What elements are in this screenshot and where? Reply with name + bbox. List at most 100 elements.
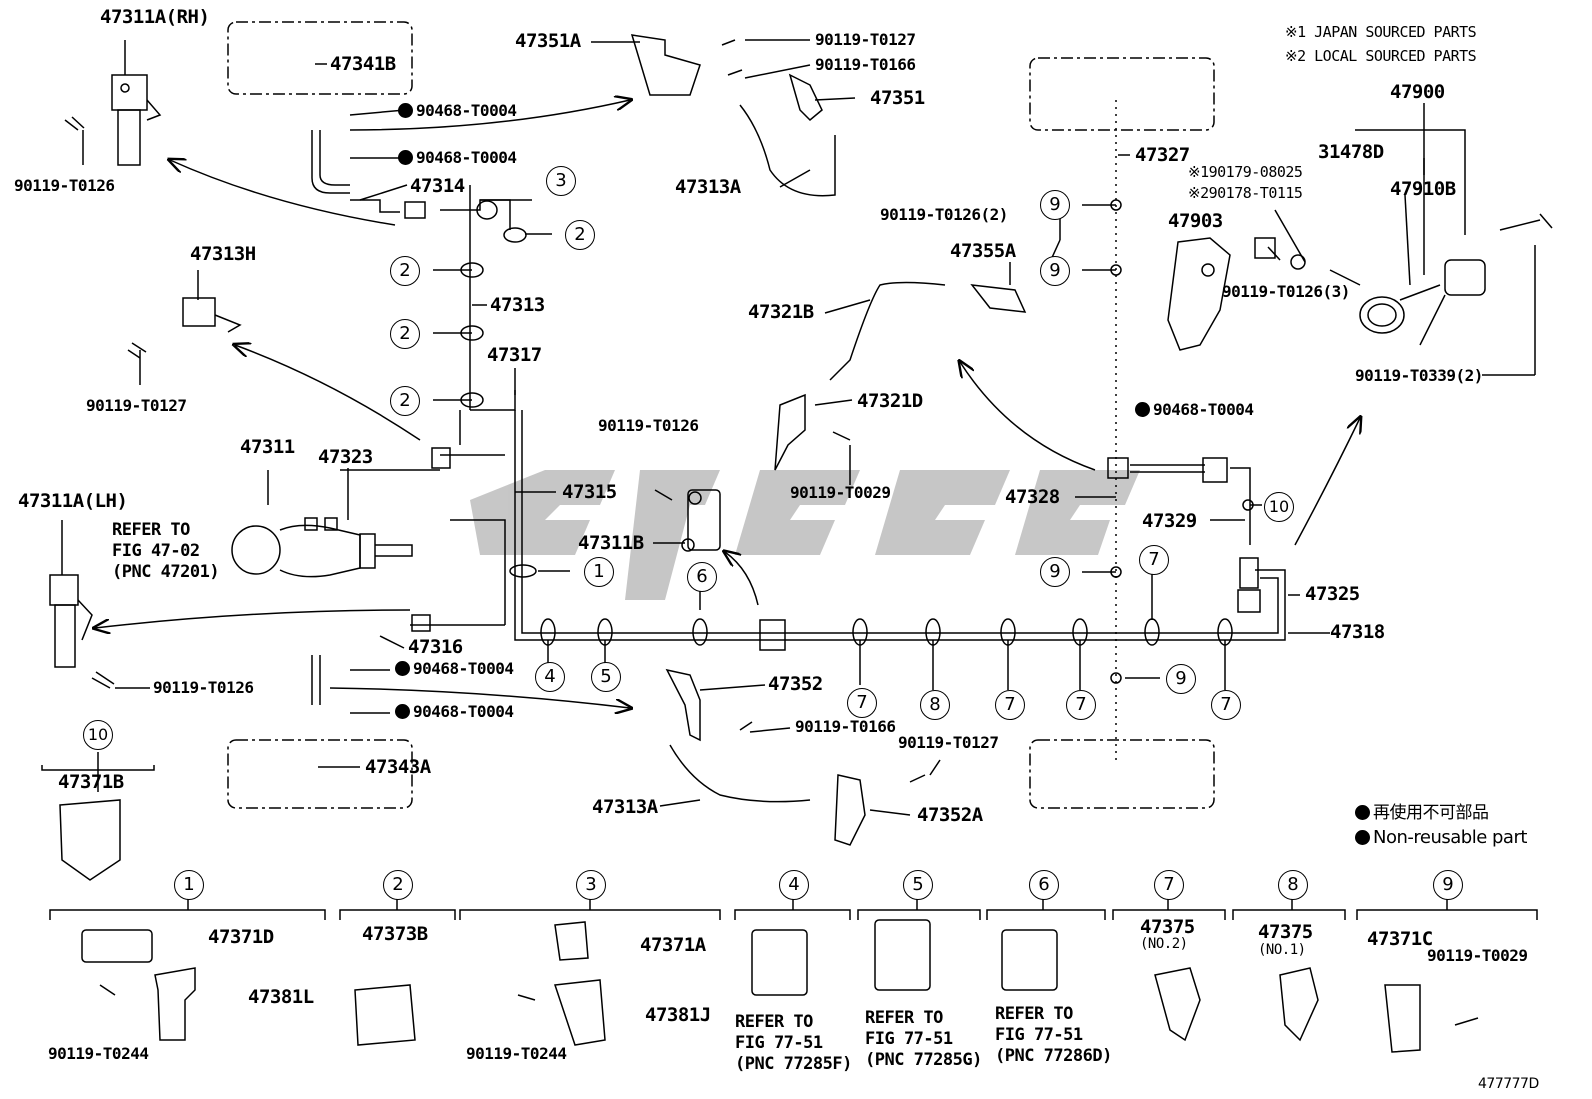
label-47311b: 47311B	[578, 532, 644, 554]
label-90119-t0127-b: 90119-T0127	[86, 396, 187, 415]
label-90119-t0244-a: 90119-T0244	[48, 1044, 149, 1063]
callout-3: 3	[546, 166, 576, 196]
label-no2: (NO.2)	[1140, 936, 1188, 952]
non-reusable-dot	[1355, 805, 1370, 820]
label-90119-t0126-c: 90119-T0126	[598, 416, 699, 435]
label-47329: 47329	[1142, 510, 1197, 532]
callout-1: 1	[584, 557, 614, 587]
legend-callout-7: 7	[1154, 870, 1184, 900]
label-90178-t0115: ※290178-T0115	[1188, 184, 1303, 202]
junction-front	[404, 201, 786, 651]
label-no1: (NO.1)	[1258, 942, 1306, 958]
label-90468-t0004-b: 90468-T0004	[398, 150, 517, 166]
note-local-sourced: ※2 LOCAL SOURCED PARTS	[1285, 47, 1477, 65]
callout-8: 8	[920, 690, 950, 720]
label-47321b: 47321B	[748, 301, 814, 323]
label-refer-77285f: REFER TO FIG 77-51 (PNC 77285F)	[735, 1012, 852, 1074]
legend-callout-5: 5	[903, 870, 933, 900]
label-31478d: 31478D	[1318, 141, 1384, 163]
label-47341b: 47341B	[330, 53, 396, 75]
label-47325: 47325	[1305, 583, 1360, 605]
label-47373b: 47373B	[362, 923, 428, 945]
callout-2-d: 2	[390, 386, 420, 416]
legend-callout-2: 2	[383, 870, 413, 900]
callout-9-b: 9	[1040, 256, 1070, 286]
figure-id: 477777D	[1478, 1076, 1539, 1092]
label-90119-t0126-b: 90119-T0126	[153, 678, 254, 697]
label-47316: 47316	[408, 636, 463, 658]
label-90179-08025: ※190179-08025	[1188, 163, 1303, 181]
label-90119-t0166-b: 90119-T0166	[795, 717, 896, 736]
label-47371b: 47371B	[58, 771, 124, 793]
legend-callout-9: 9	[1433, 870, 1463, 900]
label-47313a-lower: 47313A	[592, 796, 658, 818]
callout-2-c: 2	[390, 319, 420, 349]
legend-non-reusable-jp: 再使用不可部品	[1355, 805, 1489, 822]
callout-7-c: 7	[1066, 690, 1096, 720]
callout-9-d: 9	[1166, 664, 1196, 694]
watermark-logo	[470, 470, 1140, 600]
label-90468-t0004-d: 90468-T0004	[395, 704, 514, 720]
callout-7-b: 7	[995, 690, 1025, 720]
label-47352a: 47352A	[917, 804, 983, 826]
label-47311a-lh: 47311A(LH)	[18, 490, 128, 512]
label-refer-47201: REFER TO FIG 47-02 (PNC 47201)	[112, 520, 220, 582]
label-90119-t0127-a: 90119-T0127	[815, 30, 916, 49]
callout-10-a: 10	[1264, 492, 1294, 522]
label-47371d: 47371D	[208, 926, 274, 948]
label-47371c: 47371C	[1367, 928, 1433, 950]
label-90119-t0029-b: 90119-T0029	[1427, 946, 1528, 965]
proportioning-valve-rh	[64, 74, 162, 166]
proportioning-valve-lh	[49, 574, 115, 689]
label-90119-t0126-3: 90119-T0126(3)	[1222, 282, 1350, 301]
label-47371a: 47371A	[640, 934, 706, 956]
non-reusable-dot	[395, 661, 410, 676]
callout-2-a: 2	[565, 220, 595, 250]
callout-5: 5	[591, 662, 621, 692]
label-47323: 47323	[318, 446, 373, 468]
label-47900: 47900	[1390, 81, 1445, 103]
label-90119-t0127-c: 90119-T0127	[898, 733, 999, 752]
label-47375-no2: 47375	[1140, 916, 1195, 938]
label-90468-t0004-c: 90468-T0004	[395, 661, 514, 677]
label-90468-t0004-e: 90468-T0004	[1135, 402, 1254, 418]
legend-callout-1: 1	[174, 870, 204, 900]
legend-callout-3: 3	[576, 870, 606, 900]
label-47321d: 47321D	[857, 390, 923, 412]
label-47311a-rh: 47311A(RH)	[100, 6, 210, 28]
callout-7-d: 7	[1139, 545, 1169, 575]
label-47381l: 47381L	[248, 986, 314, 1008]
proportioning-valve-h	[127, 297, 242, 359]
non-reusable-dot	[1135, 402, 1150, 417]
label-47355a: 47355A	[950, 240, 1016, 262]
label-47314: 47314	[410, 175, 465, 197]
legend-callout-4: 4	[779, 870, 809, 900]
non-reusable-dot	[398, 150, 413, 165]
legend-callout-6: 6	[1029, 870, 1059, 900]
label-47313h: 47313H	[190, 243, 256, 265]
label-47327: 47327	[1135, 144, 1190, 166]
height-sensor-assembly	[1167, 213, 1553, 351]
label-47343a: 47343A	[365, 756, 431, 778]
label-47381j: 47381J	[645, 1004, 711, 1026]
label-47903: 47903	[1168, 210, 1223, 232]
legend-clip-drawings	[59, 799, 1479, 1053]
label-90119-t0126-a: 90119-T0126	[14, 176, 115, 195]
label-90119-t0126-2: 90119-T0126(2)	[880, 205, 1008, 224]
callout-6: 6	[687, 562, 717, 592]
label-90119-t0244-b: 90119-T0244	[466, 1044, 567, 1063]
master-cylinder	[231, 517, 413, 578]
legend-callout-8: 8	[1278, 870, 1308, 900]
label-47315: 47315	[562, 481, 617, 503]
label-refer-77285g: REFER TO FIG 77-51 (PNC 77285G)	[865, 1008, 982, 1070]
note-japan-sourced: ※1 JAPAN SOURCED PARTS	[1285, 23, 1477, 41]
label-47351a: 47351A	[515, 30, 581, 52]
bracket-47311b	[654, 489, 721, 552]
label-90119-t0029-a: 90119-T0029	[790, 483, 891, 502]
non-reusable-dot	[395, 704, 410, 719]
label-47317: 47317	[487, 344, 542, 366]
label-47352: 47352	[768, 673, 823, 695]
label-47375-no1: 47375	[1258, 921, 1313, 943]
